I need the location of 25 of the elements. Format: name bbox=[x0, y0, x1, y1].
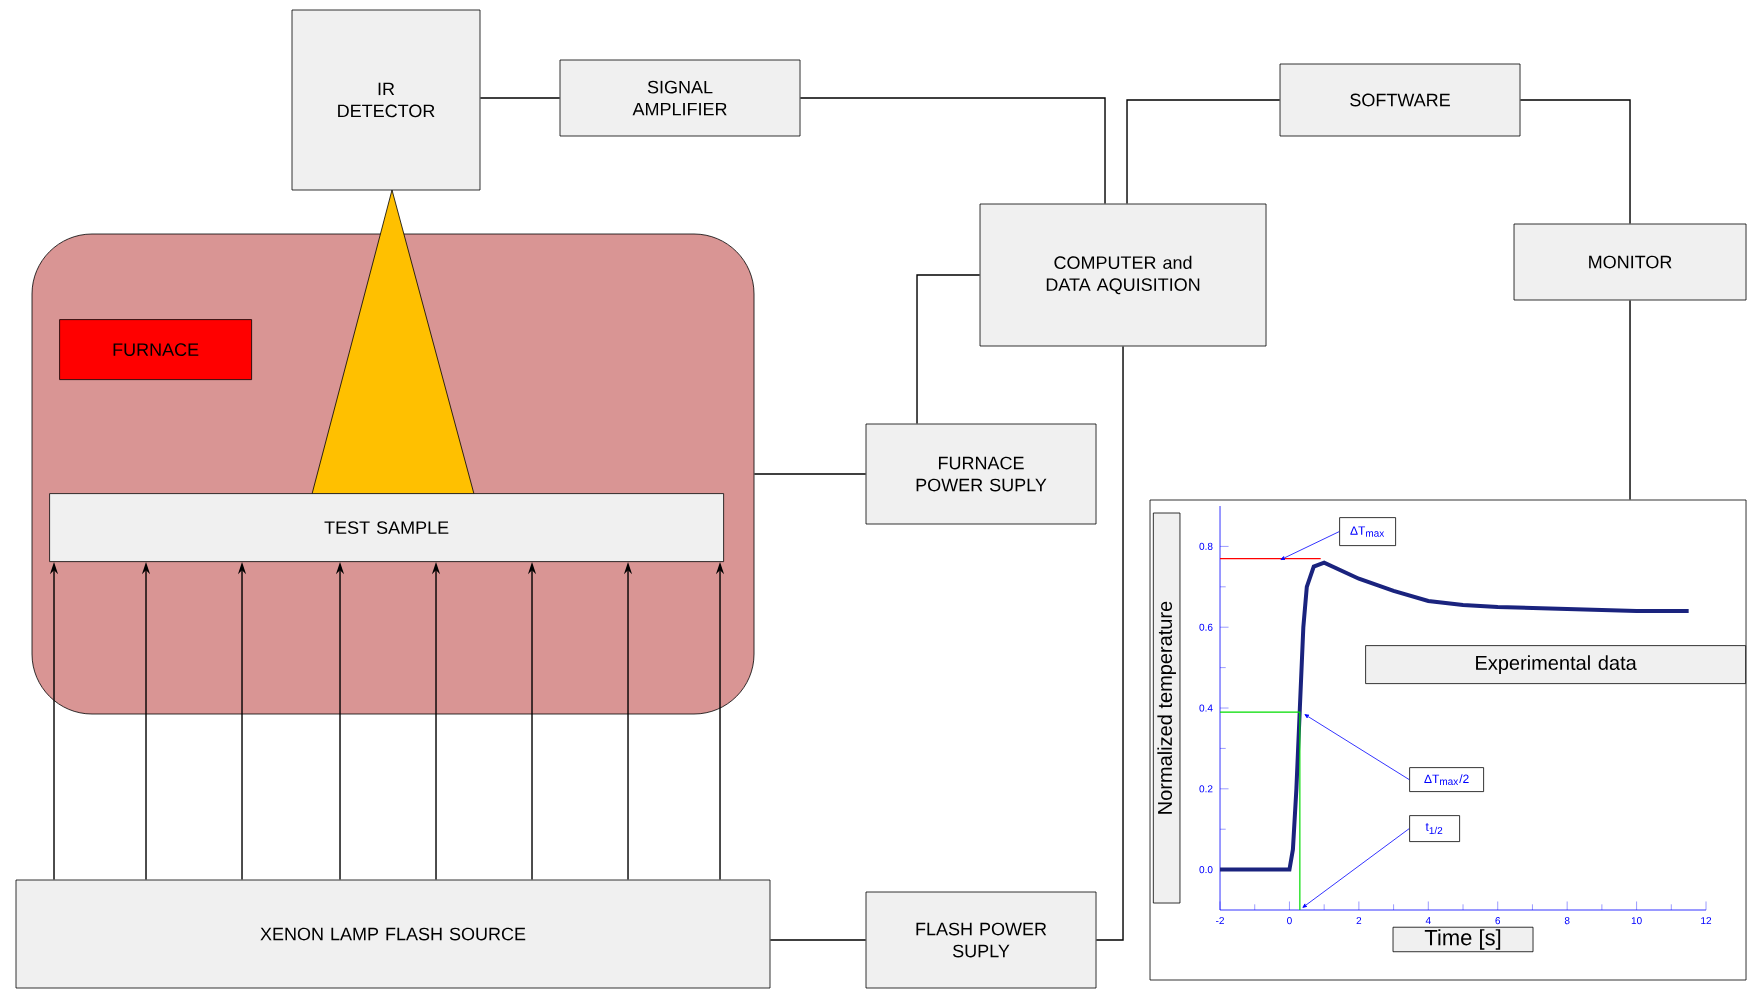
connector-line bbox=[769, 939, 867, 941]
power-supply-box: FURNACE POWER SUPLY bbox=[865, 423, 1097, 525]
leader-line bbox=[1304, 714, 1410, 780]
connector-line bbox=[916, 274, 981, 425]
detector-box: IR DETECTOR bbox=[291, 9, 481, 191]
software-box: SOFTWARE bbox=[1279, 63, 1521, 137]
amplifier-box: SIGNAL AMPLIFIER bbox=[559, 59, 801, 137]
y-axis-title: Normalized temperature bbox=[1157, 601, 1176, 814]
x-axis-title: Time [s] bbox=[1424, 929, 1501, 950]
leader-line bbox=[1280, 531, 1340, 560]
connector-line bbox=[1519, 99, 1631, 225]
flash-source-box: XENON LAMP FLASH SOURCE bbox=[15, 879, 771, 989]
connector-line bbox=[1095, 345, 1124, 941]
power-supply-box: FLASH POWER SUPLY bbox=[865, 891, 1097, 989]
sample-box: TEST SAMPLE bbox=[49, 493, 724, 562]
connector-line bbox=[1126, 99, 1281, 205]
computer-box: COMPUTER and DATA AQUISITION bbox=[979, 203, 1267, 347]
connector-line bbox=[1629, 299, 1631, 501]
leader-line bbox=[1302, 828, 1410, 908]
furnace-label: FURNACE bbox=[59, 319, 252, 380]
monitor-box: MONITOR bbox=[1513, 223, 1747, 301]
connector-line bbox=[479, 97, 561, 99]
annotation-box: Experimental data bbox=[1365, 645, 1746, 684]
connector-line bbox=[753, 473, 867, 475]
connector-line bbox=[799, 97, 1106, 205]
